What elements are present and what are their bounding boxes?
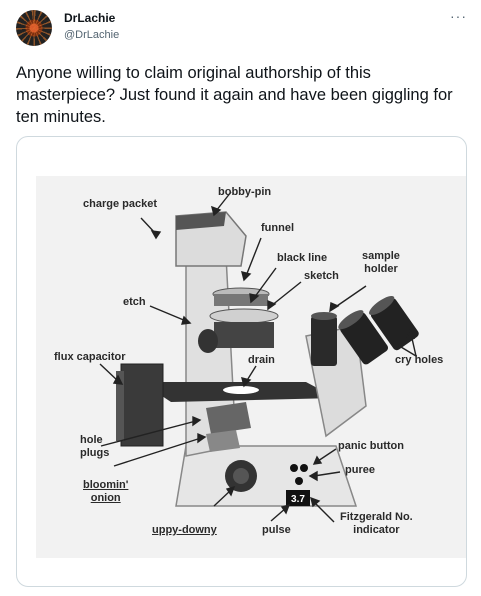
fitzgerald-display: 3.7 [291,494,305,505]
label-hole-plugs: hole plugs [80,434,110,459]
label-funnel: funnel [261,222,294,234]
label-uppy-downy: uppy-downy [152,524,217,536]
label-black-line: black line [277,252,328,264]
label-sketch: sketch [304,270,339,282]
label-bloomin-onion: bloomin' onion [83,479,129,504]
tweet-text: Anyone willing to claim original authors… [16,64,453,126]
label-fitzgerald-indicator: Fitzgerald No. indicator [340,511,413,536]
avatar[interactable] [16,10,52,46]
label-bobby-pin: bobby-pin [218,186,272,198]
label-puree: puree [345,464,375,476]
label-panic-button: panic button [338,440,404,452]
label-pulse: pulse [262,524,291,536]
label-cry-holes: cry holes [395,354,444,366]
display-name[interactable]: DrLachie [64,11,116,25]
microscope-drawing: 3.7 [99,191,419,523]
label-drain: drain [248,354,275,366]
more-options-icon[interactable]: ··· [450,8,467,24]
label-sample-holder: sample holder [362,250,400,275]
label-charge-packet: charge packet [83,198,157,210]
tweet-media[interactable]: 3.7 [16,136,467,587]
label-etch: etch [123,296,146,308]
microscope-diagram: 3.7 [36,176,466,558]
label-flux-capacitor: flux capacitor [54,351,126,363]
user-handle[interactable]: @DrLachie [64,29,120,41]
